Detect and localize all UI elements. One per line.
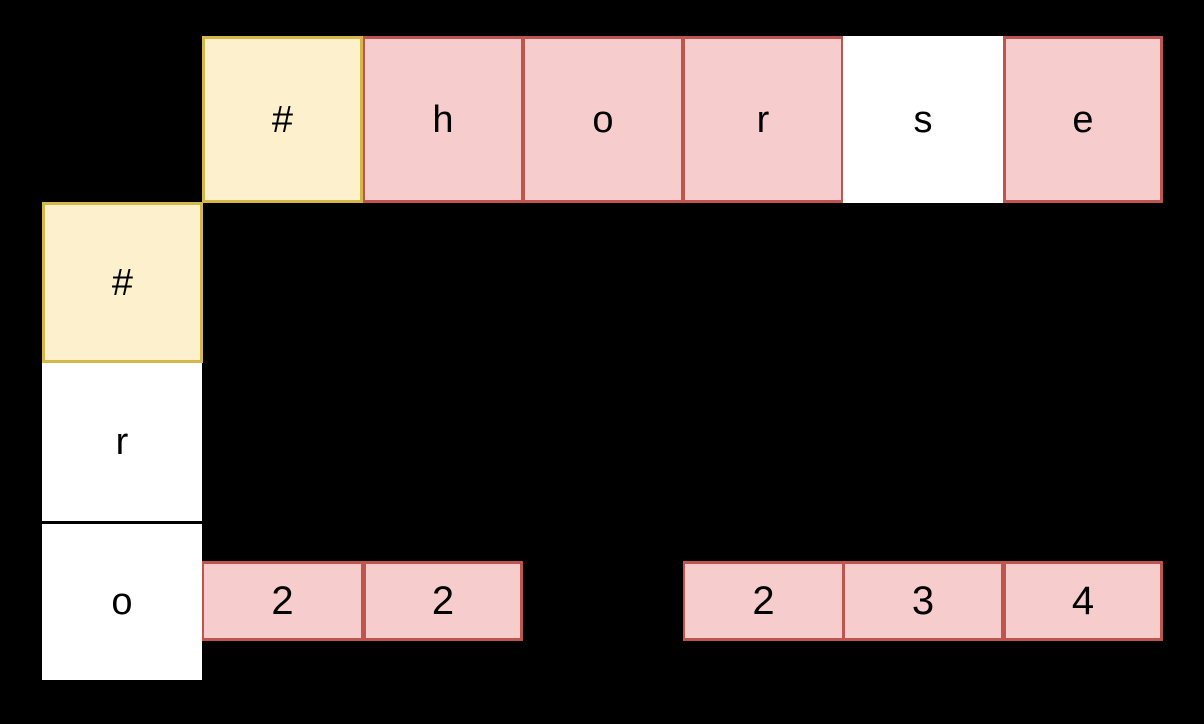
column-header-label-1: h (432, 98, 454, 141)
column-header-label-3: r (756, 98, 770, 141)
data-cell-value-r2-c3: 2 (752, 579, 775, 623)
data-cell-value-r2-c5: 4 (1071, 579, 1095, 623)
column-header-cell-3[interactable]: r (683, 36, 843, 203)
row-header-label-2: o (111, 581, 133, 623)
row-header-cell-2[interactable]: o (42, 521, 202, 680)
data-cell-r2-c3[interactable]: 2 (683, 561, 844, 641)
row-header-cell-1[interactable]: r (42, 363, 202, 521)
column-header-cell-4[interactable]: s (843, 36, 1003, 203)
data-cell-value-r2-c4: 3 (911, 579, 935, 623)
data-cell-r2-c4[interactable]: 3 (843, 561, 1003, 641)
data-cell-r2-c1[interactable]: 2 (363, 561, 523, 641)
column-header-cell-2[interactable]: o (523, 36, 683, 203)
column-header-label-2: o (592, 98, 614, 141)
column-header-cell-0[interactable]: # (202, 36, 363, 203)
row-header-label-0: # (111, 261, 134, 304)
column-header-cell-5[interactable]: e (1003, 36, 1163, 203)
row-header-cell-0[interactable]: # (42, 202, 203, 363)
row-header-label-1: r (115, 421, 129, 463)
data-cell-value-r2-c0: 2 (271, 579, 294, 623)
column-header-label-4: s (913, 98, 933, 141)
data-cell-r2-c5[interactable]: 4 (1003, 561, 1163, 641)
column-header-cell-1[interactable]: h (363, 36, 523, 203)
column-header-label-0: # (271, 98, 294, 141)
data-cell-value-r2-c1: 2 (431, 579, 455, 623)
data-cell-r2-c0[interactable]: 2 (202, 561, 363, 641)
column-header-label-5: e (1072, 98, 1094, 141)
